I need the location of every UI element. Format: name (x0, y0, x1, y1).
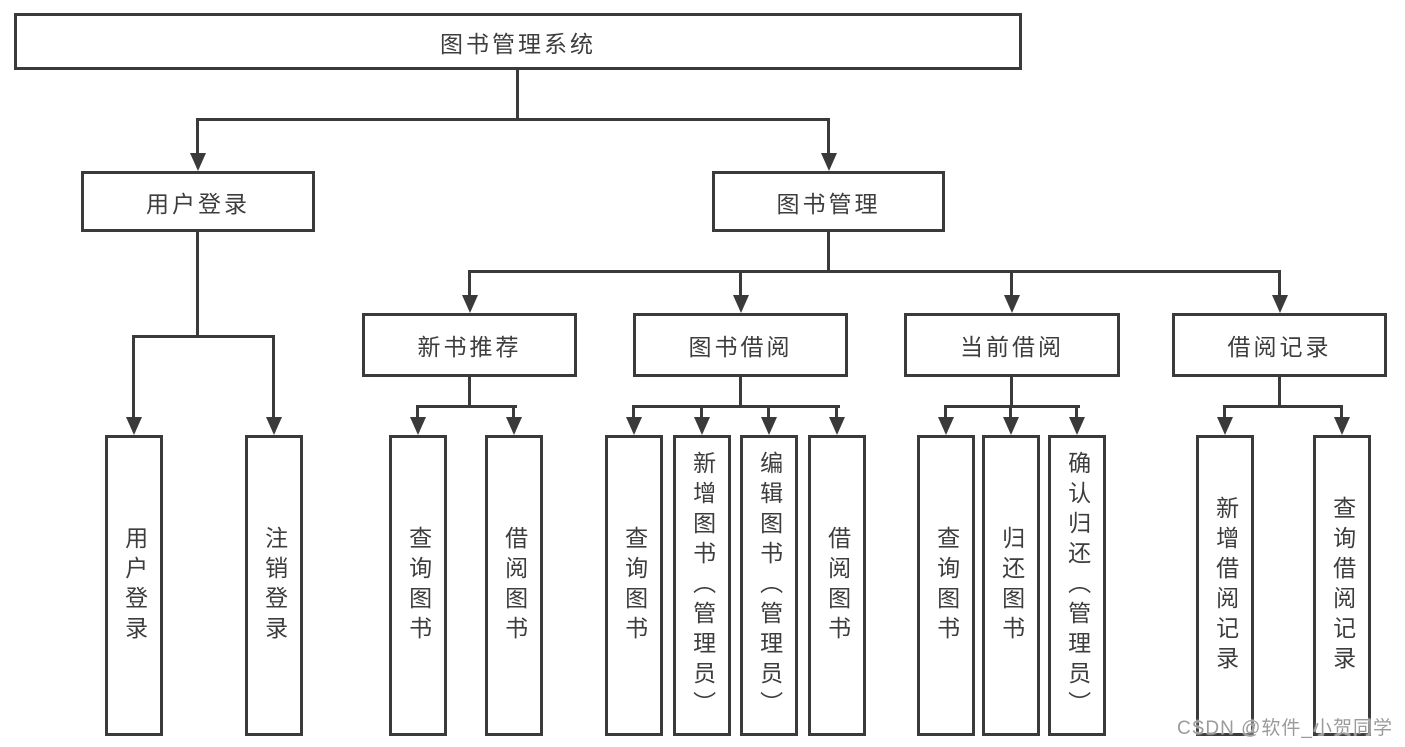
connector-drop-leaf (416, 408, 419, 418)
arrow-down-icon (410, 417, 426, 435)
connector-borrow-records-crossbar (1223, 405, 1343, 408)
connector-current-borrowing-crossbar (944, 405, 1080, 408)
node-book-borrowing: 图书借阅 (633, 313, 848, 377)
arrow-down-icon (694, 417, 710, 435)
leaf-borrow-books-recommend: 借阅图书 (485, 435, 543, 736)
arrow-down-icon (733, 295, 749, 313)
node-new-book-recommend: 新书推荐 (362, 313, 577, 377)
connector-drop-leaf (1075, 408, 1078, 418)
root-node-label: 图书管理系统 (440, 30, 596, 57)
node-current-borrowing-label: 当前借阅 (960, 334, 1064, 360)
leaf-query-books-recommend: 查询图书 (389, 435, 447, 736)
leaf-add-books-admin-label: 新增图书（管理员） (689, 450, 716, 721)
leaf-query-books-recommend-label: 查询图书 (405, 525, 432, 646)
arrow-down-icon (126, 417, 142, 435)
connector-book-borrowing-stem (739, 377, 742, 408)
connector-book-management-crossbar (468, 270, 1281, 273)
arrow-down-icon (190, 153, 206, 171)
connector-book-borrowing-crossbar (632, 405, 840, 408)
connector-new-book-recommend-stem (468, 377, 471, 408)
leaf-query-books-current: 查询图书 (917, 435, 975, 736)
leaf-borrow-books-borrowing: 借阅图书 (808, 435, 866, 736)
leaf-return-books: 归还图书 (982, 435, 1040, 736)
connector-drop-current-borrowing (1010, 273, 1013, 297)
leaf-logout-login: 注销登录 (245, 435, 303, 736)
arrow-down-icon (1004, 295, 1020, 313)
connector-user-login-crossbar (132, 335, 275, 338)
connector-drop-leaf-user-login (132, 338, 135, 418)
leaf-query-books-current-label: 查询图书 (933, 525, 960, 646)
arrow-down-icon (1069, 417, 1085, 435)
connector-drop-book-borrowing (739, 273, 742, 297)
leaf-return-books-label: 归还图书 (998, 525, 1025, 646)
connector-drop-leaf (1223, 408, 1226, 418)
root-node-book-management-system: 图书管理系统 (14, 13, 1022, 70)
connector-root-stem (516, 70, 519, 121)
connector-borrow-records-stem (1278, 377, 1281, 408)
leaf-query-books-borrowing-label: 查询图书 (621, 525, 648, 646)
connector-drop-leaf-logout (272, 338, 275, 418)
arrow-down-icon (626, 417, 642, 435)
leaf-edit-books-admin-label: 编辑图书（管理员） (756, 450, 783, 721)
connector-drop-leaf (512, 408, 515, 418)
connector-drop-leaf (1340, 408, 1343, 418)
leaf-borrow-books-recommend-label: 借阅图书 (501, 525, 528, 646)
connector-drop-leaf (767, 408, 770, 418)
arrow-down-icon (821, 153, 837, 171)
node-book-management: 图书管理 (712, 171, 945, 232)
connector-book-management-stem (827, 232, 830, 273)
connector-drop-leaf (944, 408, 947, 418)
node-user-login-label: 用户登录 (146, 190, 250, 217)
arrow-down-icon (829, 417, 845, 435)
arrow-down-icon (938, 417, 954, 435)
leaf-user-login-label: 用户登录 (121, 525, 148, 646)
leaf-query-books-borrowing: 查询图书 (605, 435, 663, 736)
arrow-down-icon (506, 417, 522, 435)
leaf-add-books-admin: 新增图书（管理员） (673, 435, 731, 736)
arrow-down-icon (1272, 295, 1288, 313)
leaf-add-borrow-record: 新增借阅记录 (1196, 435, 1254, 736)
arrow-down-icon (761, 417, 777, 435)
leaf-logout-login-label: 注销登录 (261, 525, 288, 646)
connector-user-login-stem (196, 232, 199, 338)
node-book-management-label: 图书管理 (776, 190, 881, 217)
connector-drop-leaf (1009, 408, 1012, 418)
connector-drop-book-management (827, 121, 830, 155)
node-borrow-records-label: 借阅记录 (1227, 334, 1332, 360)
connector-drop-leaf (835, 408, 838, 418)
connector-drop-new-book-recommend (468, 273, 471, 297)
leaf-borrow-books-borrowing-label: 借阅图书 (824, 525, 851, 646)
arrow-down-icon (1003, 417, 1019, 435)
leaf-user-login: 用户登录 (105, 435, 163, 736)
connector-new-book-recommend-crossbar (416, 405, 517, 408)
node-borrow-records: 借阅记录 (1172, 313, 1387, 377)
connector-current-borrowing-stem (1010, 377, 1013, 408)
leaf-query-borrow-record-label: 查询借阅记录 (1329, 495, 1356, 676)
leaf-edit-books-admin: 编辑图书（管理员） (740, 435, 798, 736)
arrow-down-icon (266, 417, 282, 435)
leaf-confirm-return-admin: 确认归还（管理员） (1048, 435, 1106, 736)
connector-drop-leaf (700, 408, 703, 418)
leaf-query-borrow-record: 查询借阅记录 (1313, 435, 1371, 736)
leaf-add-borrow-record-label: 新增借阅记录 (1212, 495, 1239, 676)
node-new-book-recommend-label: 新书推荐 (417, 334, 522, 360)
arrow-down-icon (1334, 417, 1350, 435)
connector-drop-user-login (196, 121, 199, 155)
node-current-borrowing: 当前借阅 (904, 313, 1120, 377)
connector-root-crossbar (196, 118, 830, 121)
connector-drop-leaf (632, 408, 635, 418)
node-user-login: 用户登录 (81, 171, 315, 232)
arrow-down-icon (462, 295, 478, 313)
leaf-confirm-return-admin-label: 确认归还（管理员） (1064, 450, 1091, 721)
csdn-watermark: CSDN @软件_小贺同学 (1177, 718, 1393, 739)
connector-drop-borrow-records (1278, 273, 1281, 297)
arrow-down-icon (1217, 417, 1233, 435)
node-book-borrowing-label: 图书借阅 (688, 334, 793, 360)
